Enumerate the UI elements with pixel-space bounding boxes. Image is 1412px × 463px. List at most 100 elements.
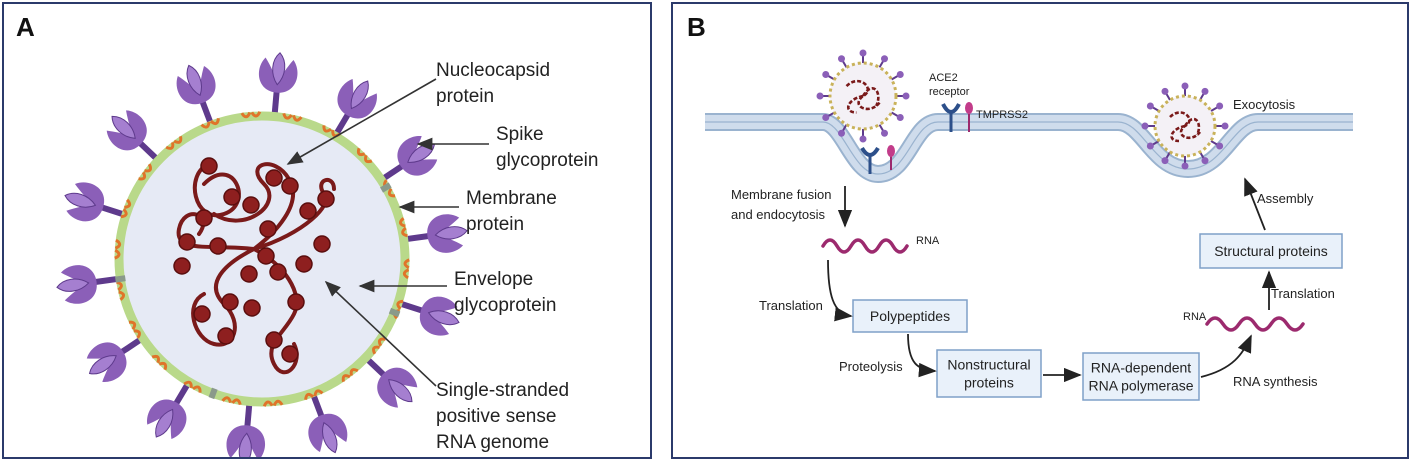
membrane-protein-icon bbox=[372, 337, 386, 355]
ace2-receptor-bound-icon bbox=[860, 146, 880, 174]
structural-box: Structural proteins bbox=[1199, 233, 1343, 269]
nucleocapsid-bead-icon bbox=[317, 190, 335, 208]
membrane-protein-icon bbox=[356, 147, 373, 164]
nucleocapsid-bead-icon bbox=[265, 169, 283, 187]
proteolysis-label: Proteolysis bbox=[839, 359, 903, 374]
spike-icon bbox=[64, 182, 125, 222]
nucleocapsid-bead-icon bbox=[259, 220, 277, 238]
membrane-protein-icon bbox=[183, 380, 202, 393]
rna-synthesis-label: RNA synthesis bbox=[1233, 374, 1318, 389]
arrow-genome bbox=[324, 280, 437, 387]
membrane-protein-icon bbox=[128, 320, 141, 339]
nucleocapsid-bead-icon bbox=[243, 299, 261, 317]
nucleocapsid-bead-icon bbox=[242, 196, 260, 214]
envelope-glycoprotein-icon bbox=[115, 275, 126, 283]
arrow-rna-synthesis bbox=[1200, 334, 1252, 378]
nucleocapsid-bead-icon bbox=[240, 265, 258, 283]
virus-exiting-icon bbox=[1141, 82, 1229, 170]
spike-icon bbox=[106, 110, 160, 162]
membrane-protein-icon bbox=[262, 399, 284, 407]
arrow-proteolysis bbox=[907, 333, 937, 378]
tmprss2-icon bbox=[965, 102, 973, 132]
spike-icon bbox=[86, 336, 143, 382]
membrane-protein-icon bbox=[304, 389, 324, 400]
rna-strand-icon bbox=[821, 238, 909, 254]
polypeptides-box: Polypeptides bbox=[852, 299, 968, 333]
nucleocapsid-bead-icon bbox=[209, 237, 227, 255]
spike-icon bbox=[333, 79, 377, 136]
nucleocapsid-bead-icon bbox=[257, 247, 275, 265]
envelope-glycoprotein-icon bbox=[380, 182, 392, 193]
cell-membrane-midline bbox=[705, 121, 1353, 175]
spike-icon bbox=[147, 382, 191, 439]
rna-label-1: RNA bbox=[916, 235, 940, 247]
tmprss2-label: TMPRSS2 bbox=[976, 109, 1028, 121]
membrane-protein-icon bbox=[240, 111, 262, 119]
arrow-nucleocapsid bbox=[286, 78, 437, 165]
spike-icon bbox=[399, 296, 460, 336]
rna-strand-icon bbox=[1205, 316, 1305, 332]
nucleocapsid-bead-icon bbox=[200, 157, 218, 175]
panel-b-label: B bbox=[687, 12, 706, 42]
membrane-protein-icon bbox=[116, 280, 125, 301]
spike-group bbox=[56, 52, 468, 457]
membrane-protein-icon bbox=[120, 198, 132, 219]
membrane-protein-icon bbox=[165, 136, 183, 150]
nucleocapsid-bead-icon bbox=[281, 177, 299, 195]
polypeptides-box-label: Polypeptides bbox=[870, 308, 950, 324]
envelope-glycoprotein-icon bbox=[208, 387, 218, 400]
nucleocapsid-bead-icon bbox=[269, 263, 287, 281]
nucleocapsid-bead-icon bbox=[221, 293, 239, 311]
structural-box-label: Structural proteins bbox=[1214, 243, 1328, 259]
nucleocapsid-bead-icon bbox=[173, 257, 191, 275]
spike-icon bbox=[258, 52, 298, 115]
membrane-protein-icon bbox=[151, 354, 168, 371]
cell-membrane-outer bbox=[705, 113, 1353, 183]
membrane-protein-icon bbox=[282, 112, 303, 122]
nucleocapsid-bead-icon bbox=[281, 345, 299, 363]
spike-icon bbox=[56, 265, 119, 304]
membrane-protein-icon bbox=[200, 118, 220, 129]
nucleocapsid-bead-icon bbox=[217, 327, 235, 345]
membrane-protein-icon bbox=[221, 396, 242, 406]
arrow-translation-1 bbox=[827, 259, 853, 322]
membrane-protein-icon bbox=[402, 258, 410, 280]
nucleocapsid-bead-icon bbox=[295, 255, 313, 273]
membrane-protein-icon bbox=[399, 217, 408, 238]
arrow-assembly bbox=[1244, 177, 1266, 231]
nucleocapsid-bead-icon bbox=[195, 209, 213, 227]
virus-entering-icon bbox=[816, 49, 910, 143]
exocytosis-label: Exocytosis bbox=[1233, 97, 1296, 112]
panel-a-label: A bbox=[16, 12, 35, 42]
nucleocapsid-bead-icon bbox=[178, 233, 196, 251]
rna-label-2: RNA bbox=[1183, 311, 1207, 323]
spike-icon bbox=[405, 214, 468, 253]
nucleocapsid-bead-icon bbox=[287, 293, 305, 311]
spike-icon bbox=[308, 393, 348, 454]
nucleocapsid-bead-icon bbox=[265, 331, 283, 349]
spike-icon bbox=[226, 403, 266, 457]
nucleocapsid-bead-icon bbox=[313, 235, 331, 253]
nucleocapsid-bead-icon bbox=[193, 305, 211, 323]
assembly-label: Assembly bbox=[1257, 191, 1314, 206]
tmprss2-bound-icon bbox=[887, 145, 895, 170]
membrane-protein-icon bbox=[114, 238, 122, 260]
spike-icon bbox=[176, 64, 216, 125]
spike-icon bbox=[364, 356, 418, 408]
nucleocapsid-bead-icon bbox=[299, 202, 317, 220]
